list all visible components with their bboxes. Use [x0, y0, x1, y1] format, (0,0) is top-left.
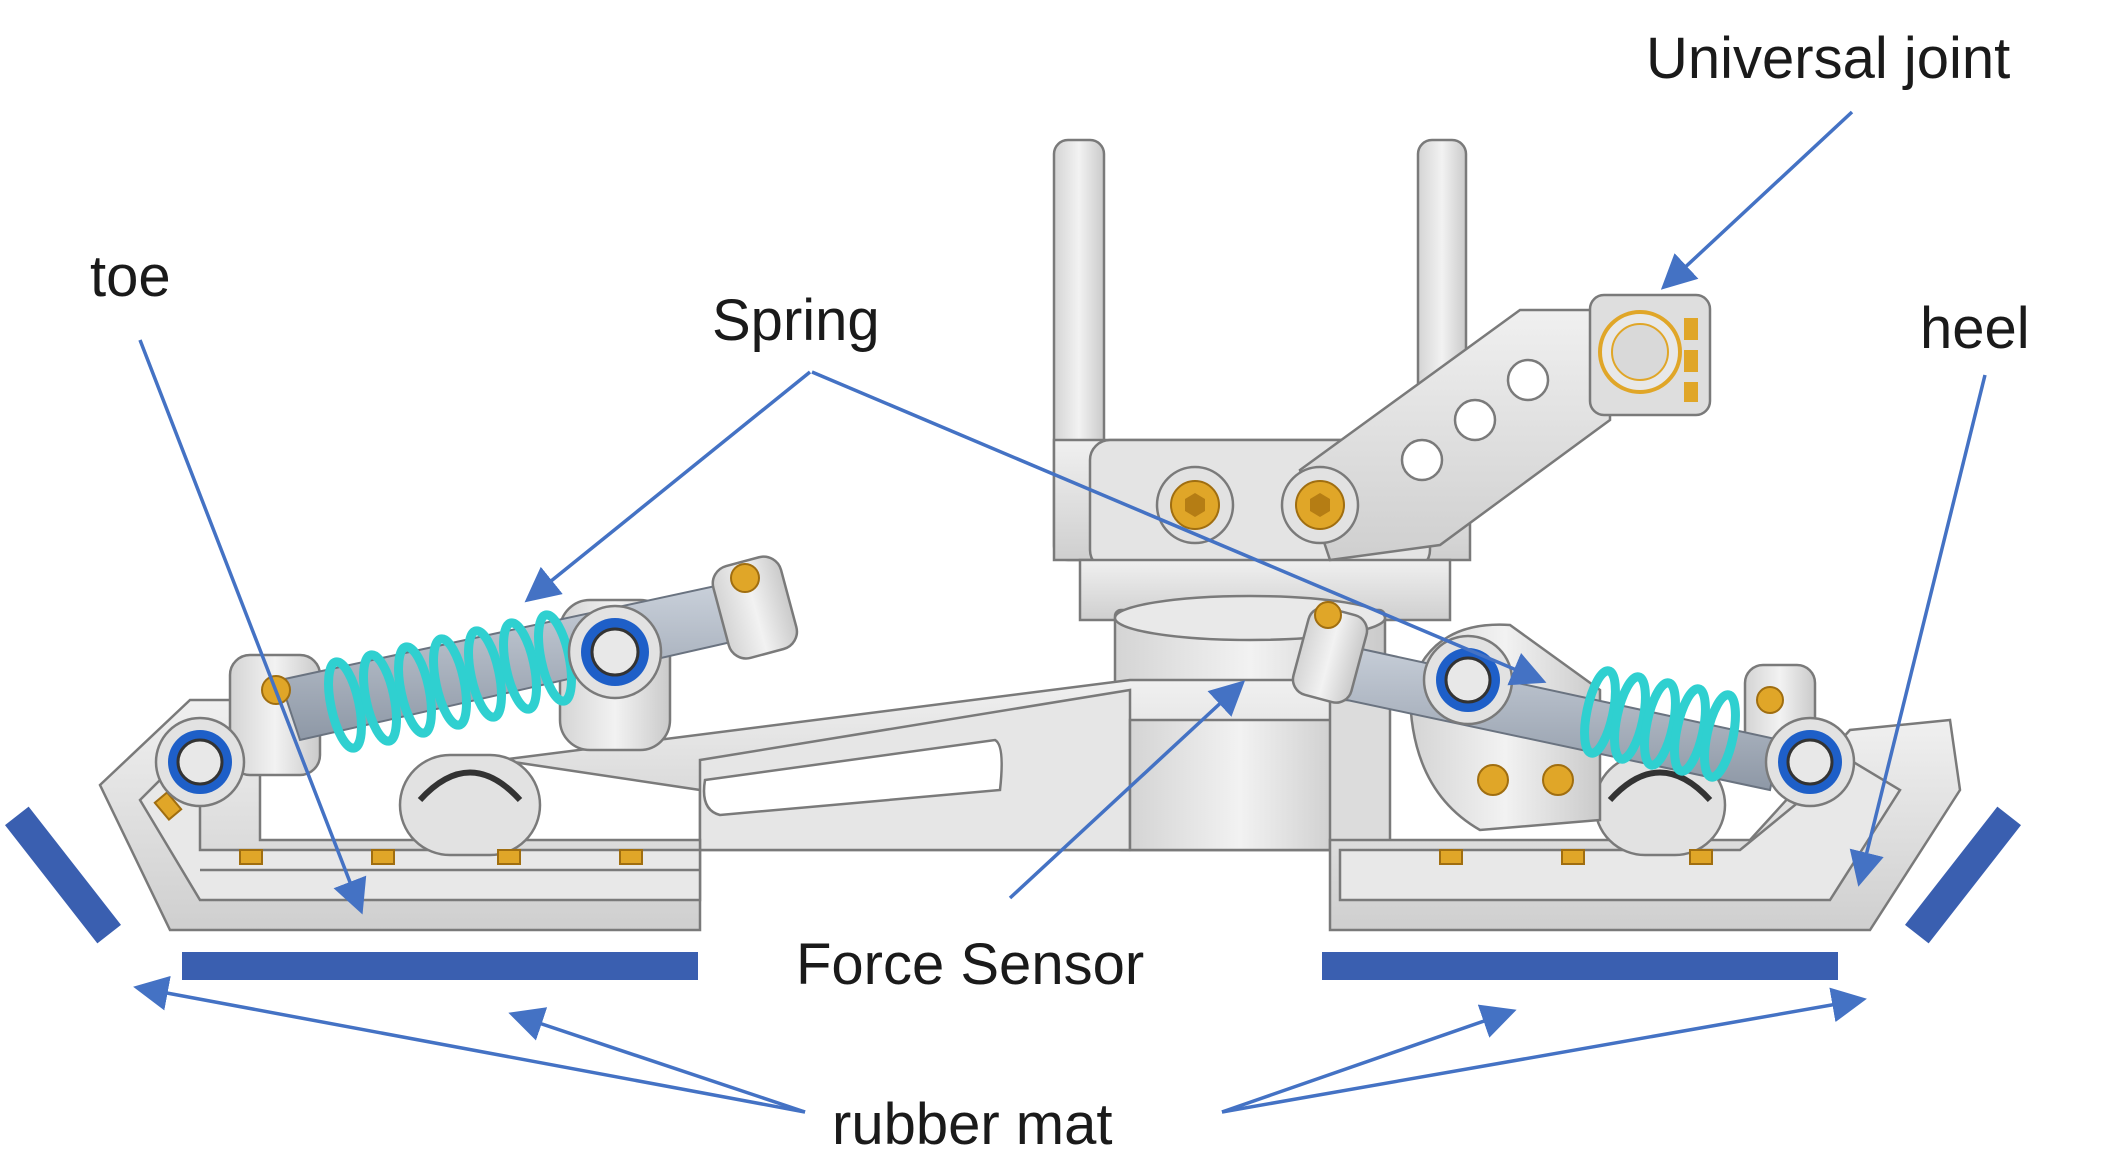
arrow-spring-left: [524, 370, 812, 603]
arrow-spring-right: [811, 370, 1547, 686]
base-plate: [499, 678, 1392, 852]
rubber-mat-toe-tip: [5, 806, 121, 944]
rubber-mat-heel-sole: [1322, 952, 1838, 980]
bearing-toe: [154, 716, 246, 808]
rubber-mat-toe-sole: [182, 952, 698, 980]
arrow-heel: [1849, 374, 1987, 887]
bearing-spring-left: [567, 604, 663, 700]
arrow-rubber-toe-tip: [133, 975, 806, 1114]
label-toe: toe: [90, 244, 171, 309]
heel-plate-bolts: [1439, 764, 1713, 865]
left-spring-assembly: [261, 555, 799, 753]
label-spring: Spring: [712, 288, 880, 353]
label-heel: heel: [1920, 296, 2030, 361]
arrow-rubber-toe-sole: [508, 1007, 806, 1114]
rubber-mats: [5, 806, 2021, 980]
arrow-rubber-heel-tip: [1221, 987, 1867, 1114]
label-force-sensor: Force Sensor: [796, 932, 1145, 997]
center-pivot-bolts: [1155, 465, 1360, 545]
annotation-arrows: [133, 110, 1987, 1114]
toe-plate-bolts: [153, 791, 643, 865]
rubber-mat-heel-tip: [1905, 806, 2021, 944]
right-spring-assembly: [1291, 601, 1784, 792]
label-rubber-mat: rubber mat: [832, 1092, 1113, 1157]
arrow-toe: [138, 339, 367, 915]
arrow-force-sensor: [1008, 680, 1246, 900]
arrow-rubber-heel-sole: [1221, 1004, 1517, 1114]
universal-joint-arm: [1298, 293, 1712, 562]
label-universal-joint: Universal joint: [1646, 26, 2011, 91]
bearing-heel: [1764, 716, 1856, 808]
bearings: [154, 604, 1856, 808]
arrow-universal-joint: [1660, 110, 1854, 290]
